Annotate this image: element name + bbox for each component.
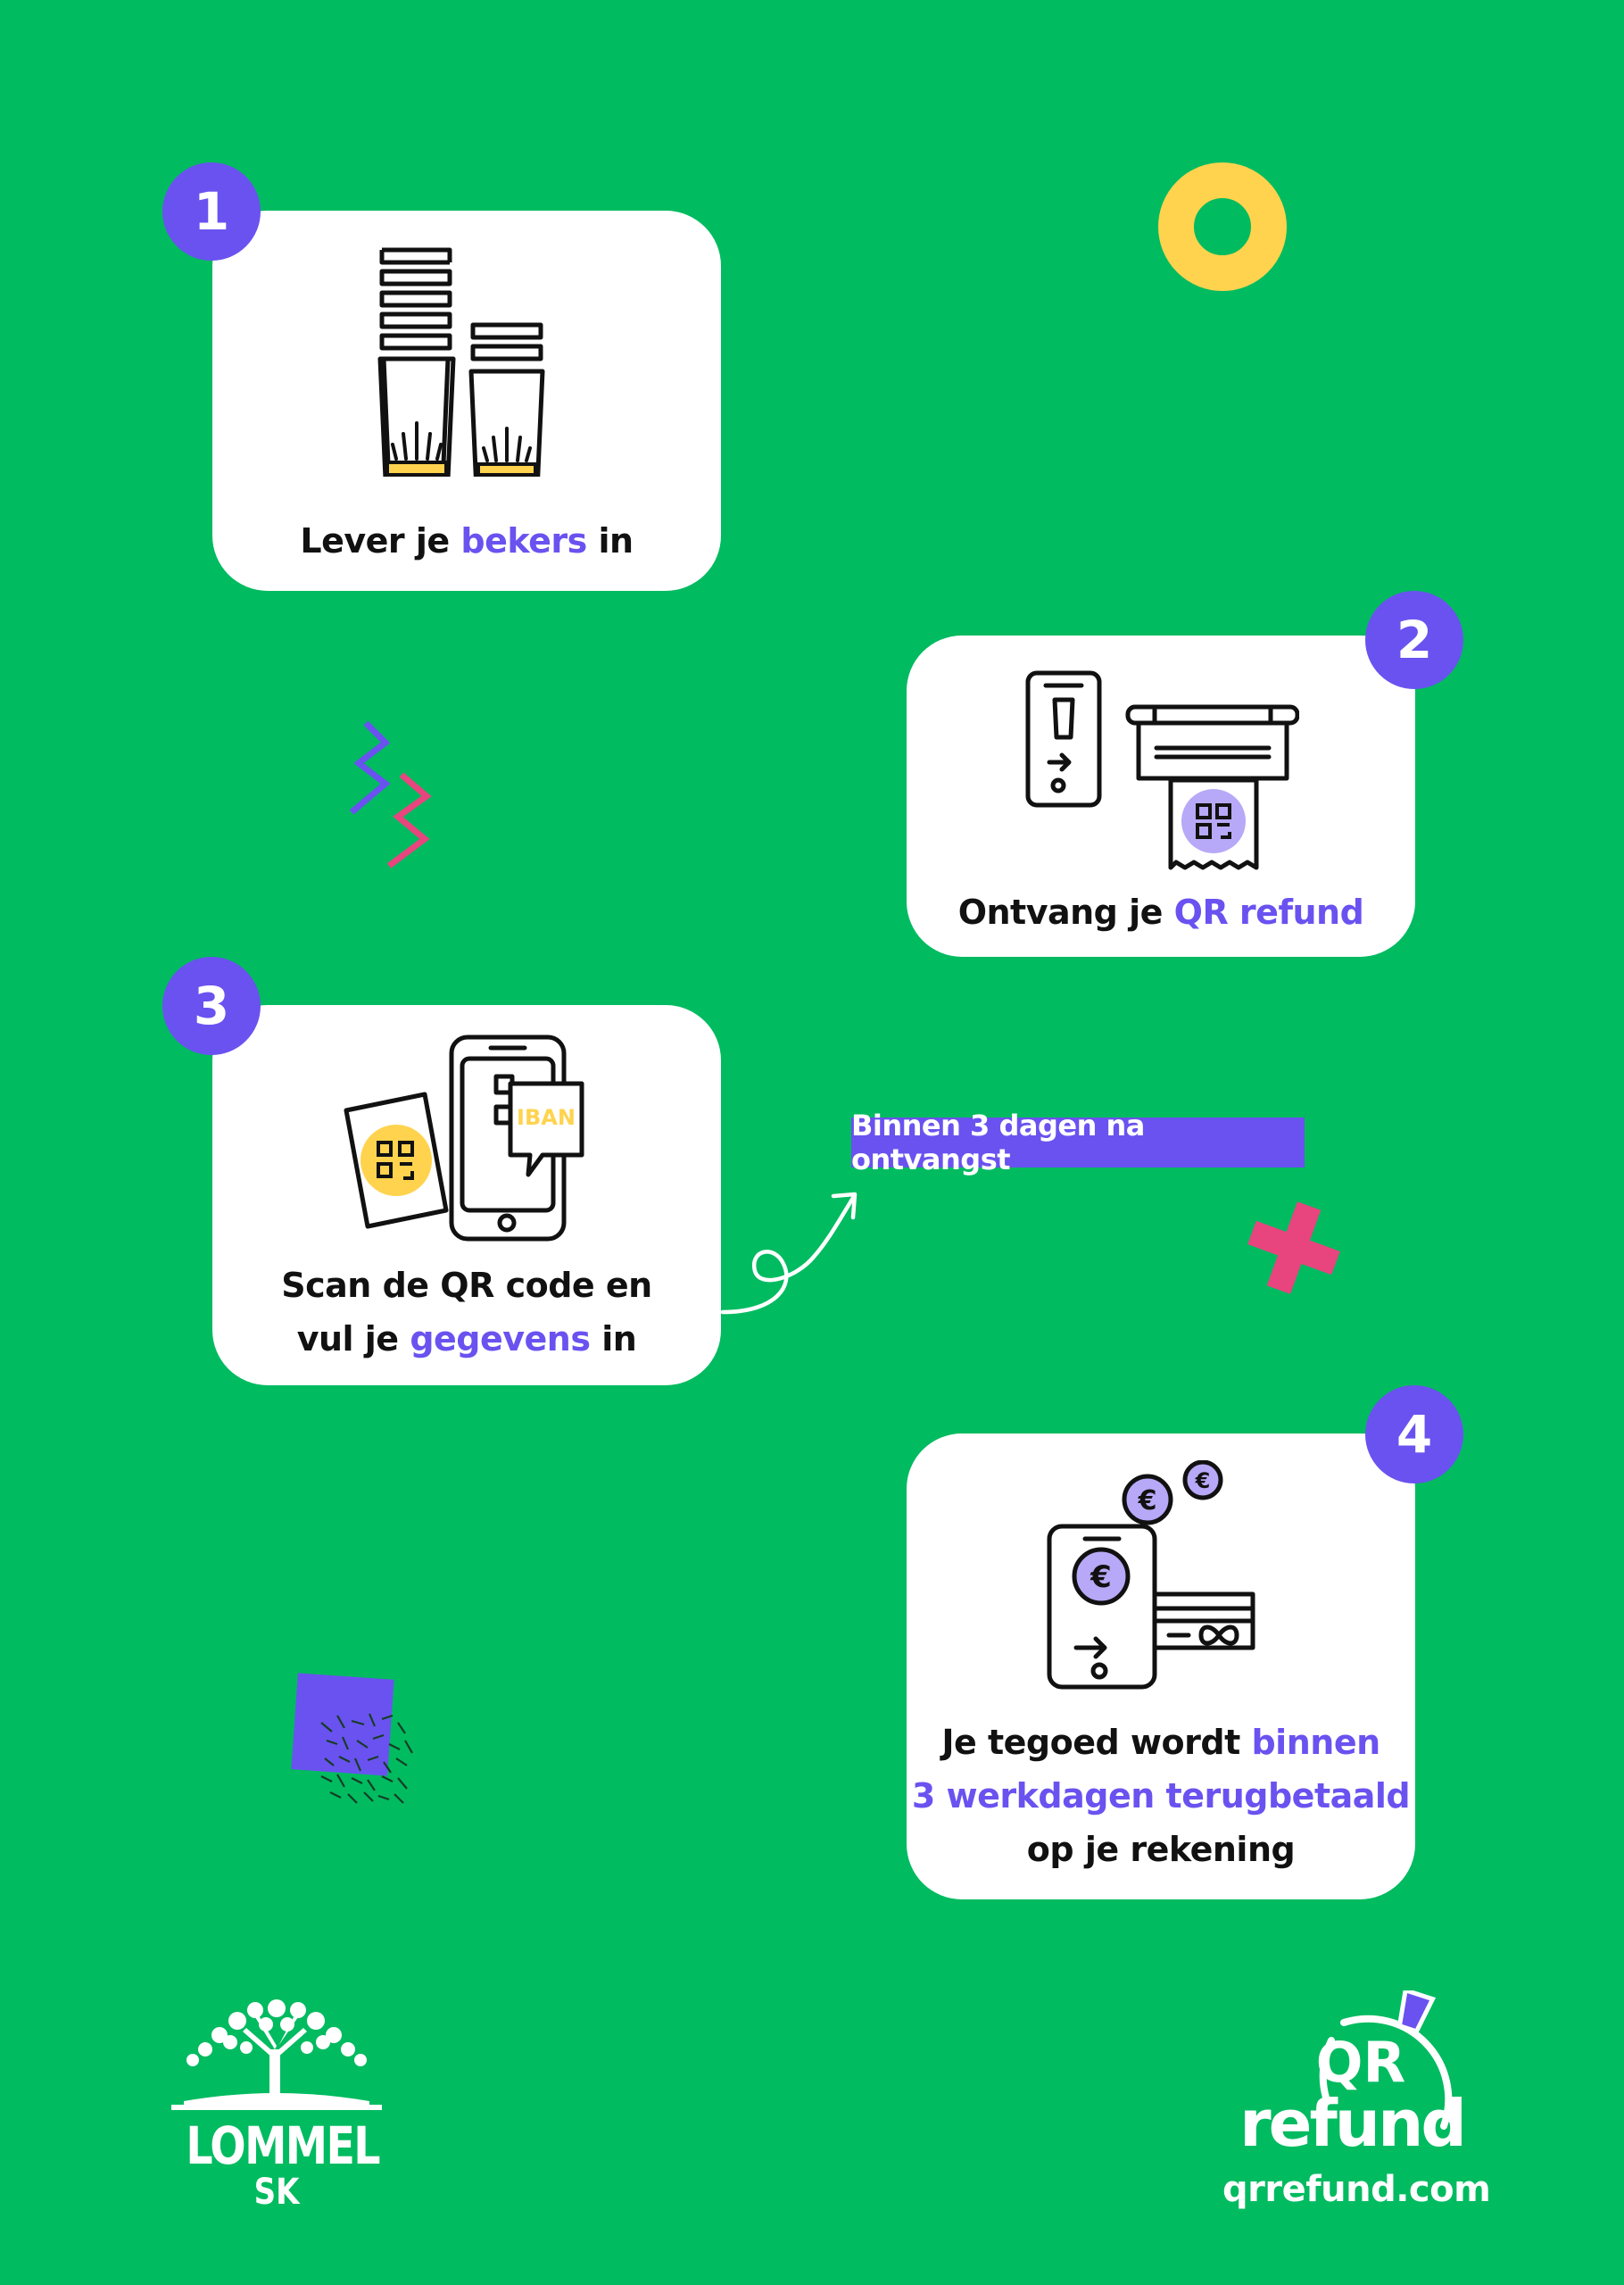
phone-coins-card-icon: € € € bbox=[1047, 1460, 1255, 1690]
timing-tag: Binnen 3 dagen na ontvangst bbox=[851, 1109, 1305, 1176]
step-3-label: Scan de QR code en vul je gegevens in bbox=[281, 1266, 652, 1359]
euro-coin-icon: € € € bbox=[1072, 1460, 1223, 1606]
step-1-card: Lever je bekers in bbox=[212, 211, 721, 591]
step-2-label: Ontvang je QR refund bbox=[957, 893, 1364, 932]
qr-refund-logo: QR refund bbox=[1239, 2030, 1467, 2161]
step-3-badge: 3 bbox=[162, 957, 261, 1055]
step-2-badge: 2 bbox=[1365, 591, 1463, 689]
svg-text:€: € bbox=[1138, 1485, 1157, 1516]
step-3-card: IBAN Scan de QR code en vul je gegevens … bbox=[212, 1005, 721, 1385]
step-2-card: Ontvang je QR refund bbox=[907, 636, 1415, 957]
phone-receipt-printer-icon bbox=[1025, 670, 1299, 870]
curly-arrow-icon bbox=[720, 1192, 858, 1315]
step-1-badge: 1 bbox=[162, 162, 261, 261]
step-4-card: € € € Je tegoed wordt binnen 3 werkdagen… bbox=[907, 1433, 1415, 1899]
infinity-mark bbox=[1198, 1624, 1239, 1646]
phone-iban-qr-icon: IBAN bbox=[344, 1034, 584, 1242]
lommel-tree-logo bbox=[171, 1999, 382, 2110]
website-link[interactable]: qrrefund.com bbox=[1222, 2169, 1491, 2210]
step-1-label: Lever je bekers in bbox=[300, 521, 634, 561]
pink-cross-decoration bbox=[1247, 1201, 1340, 1294]
step-4-label: Je tegoed wordt binnen 3 werkdagen terug… bbox=[911, 1723, 1411, 1869]
step-4-badge: 4 bbox=[1365, 1385, 1463, 1483]
svg-text:€: € bbox=[1090, 1559, 1112, 1595]
svg-text:€: € bbox=[1195, 1468, 1211, 1493]
iban-label: IBAN bbox=[517, 1105, 576, 1130]
cup-icon bbox=[1396, 1990, 1437, 2034]
yellow-ring-decoration bbox=[1158, 162, 1287, 291]
square-pattern-decoration bbox=[291, 1673, 413, 1804]
stacked-cups-icon bbox=[377, 247, 545, 477]
qr-refund-logo-ring bbox=[1319, 1990, 1453, 2130]
zigzag-decoration bbox=[349, 720, 432, 868]
lommel-logo-text: LOMMEL SK bbox=[186, 2115, 380, 2213]
